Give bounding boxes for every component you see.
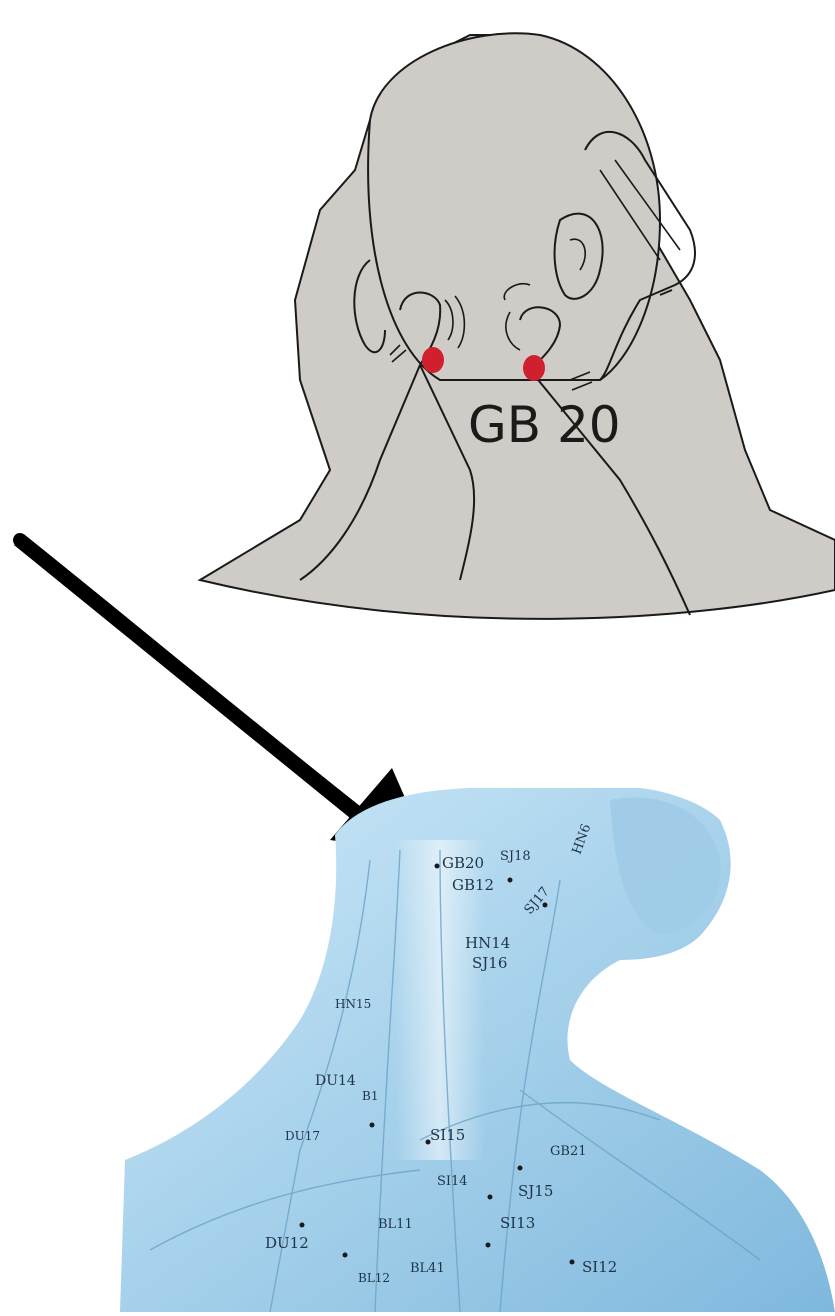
label-bl41: BL41 (410, 1261, 445, 1276)
label-du17: DU17 (285, 1129, 320, 1143)
label-bl11: BL11 (378, 1217, 413, 1232)
label-si13: SI13 (500, 1214, 535, 1232)
head-illustration: GB 20 (200, 33, 835, 619)
label-du12: DU12 (265, 1234, 309, 1252)
point-label: GB 20 (468, 396, 621, 454)
label-sj16: SJ16 (472, 954, 507, 972)
label-du14: DU14 (315, 1073, 356, 1089)
label-si12: SI12 (582, 1258, 617, 1276)
acupoint-marker-right (523, 355, 545, 381)
label-hn14: HN14 (465, 934, 510, 952)
label-hn15: HN15 (335, 997, 371, 1011)
label-bl12: BL12 (358, 1271, 390, 1285)
acupoint-marker-left (422, 347, 444, 373)
acupuncture-model-photo: GB20 SJ18 GB12 SJ17 HN6 HN14 SJ16 HN15 D… (120, 788, 835, 1312)
label-gb12: GB12 (452, 876, 494, 894)
label-sj15: SJ15 (518, 1182, 553, 1200)
label-b1: B1 (362, 1089, 378, 1103)
label-sj18: SJ18 (500, 849, 531, 864)
label-gb21: GB21 (550, 1144, 586, 1159)
label-gb20: GB20 (442, 854, 484, 872)
label-si15: SI15 (430, 1126, 465, 1144)
label-si14: SI14 (437, 1174, 468, 1189)
head-shape (368, 33, 660, 380)
